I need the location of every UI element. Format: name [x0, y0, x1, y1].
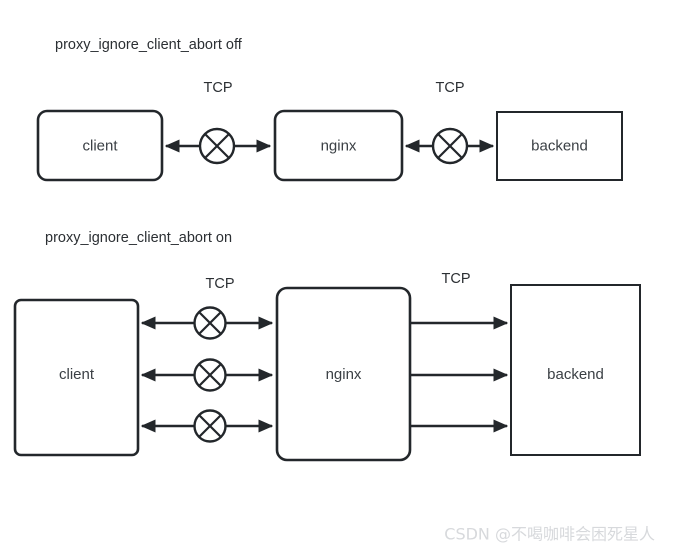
edge-label-tcp-client-nginx-off: TCP: [204, 80, 233, 96]
node-backend-off-shape: [496, 111, 623, 181]
edge-label-tcp-nginx-backend-off: TCP: [436, 80, 465, 96]
edge-label-tcp-nginx-backend-on: TCP: [442, 271, 471, 287]
node-client-off: client: [36, 109, 164, 182]
node-client-on: client: [13, 298, 140, 457]
connection-client-nginx-off: TCP: [164, 80, 272, 165]
node-client-on-shape: [13, 298, 140, 457]
x-circle-icon: [193, 306, 227, 340]
section-proxy-ignore-client-abort-off: proxy_ignore_client_abort off client ngi…: [36, 37, 623, 182]
edge-label-tcp-client-nginx-on: TCP: [206, 276, 235, 292]
node-backend-off: backend: [496, 111, 623, 181]
connection-row: [140, 306, 274, 340]
node-nginx-on: nginx: [275, 286, 412, 462]
section-heading-off: proxy_ignore_client_abort off: [55, 37, 243, 53]
csdn-watermark: CSDN @不喝咖啡会困死星人: [444, 525, 655, 544]
x-circle-icon: [193, 409, 227, 443]
node-client-off-label: client: [82, 137, 118, 154]
section-heading-on: proxy_ignore_client_abort on: [45, 230, 232, 246]
connection-nginx-backend-on: TCP: [410, 271, 509, 433]
node-nginx-off: nginx: [273, 109, 404, 182]
node-backend-on: backend: [510, 284, 641, 456]
node-backend-off-label: backend: [531, 137, 588, 154]
node-backend-on-label: backend: [547, 366, 604, 383]
node-nginx-on-label: nginx: [326, 366, 362, 383]
connection-client-nginx-on: TCP: [140, 276, 274, 443]
node-client-on-label: client: [59, 366, 95, 383]
connection-nginx-backend-off: TCP: [404, 80, 495, 165]
x-circle-icon: [431, 127, 469, 165]
connection-row: [140, 358, 274, 392]
x-circle-icon: [193, 358, 227, 392]
section-proxy-ignore-client-abort-on: proxy_ignore_client_abort on client ngin…: [13, 230, 641, 462]
connection-row: [140, 409, 274, 443]
node-nginx-off-shape: [273, 109, 404, 182]
node-nginx-off-label: nginx: [321, 137, 357, 154]
x-circle-icon: [198, 127, 236, 165]
node-backend-on-shape: [510, 284, 641, 456]
node-client-off-shape: [36, 109, 164, 182]
